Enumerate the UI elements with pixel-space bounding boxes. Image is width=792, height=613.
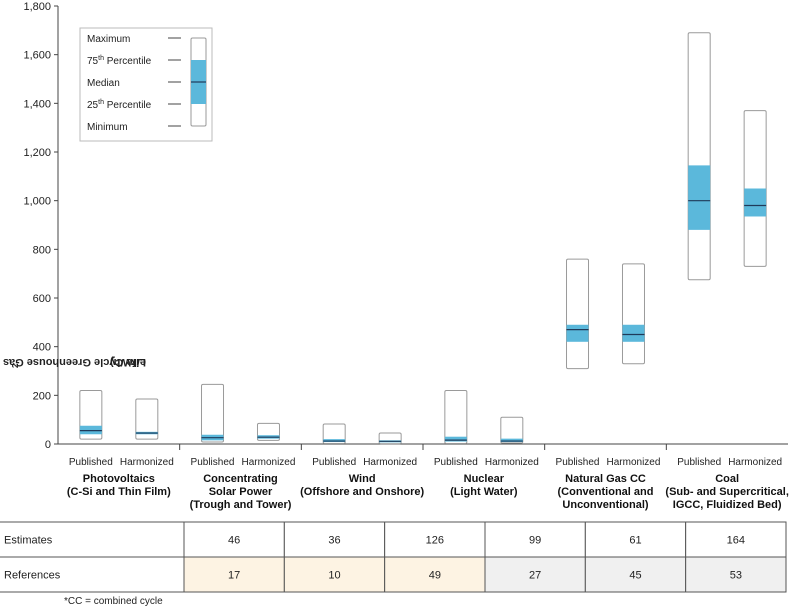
whisker-range-box bbox=[687, 32, 711, 281]
x-box-label: Published bbox=[312, 457, 356, 468]
legend-item-label: Median bbox=[87, 78, 120, 89]
category-label: Nuclear bbox=[464, 473, 505, 485]
x-box-label: Published bbox=[69, 457, 113, 468]
whisker-range-box bbox=[500, 416, 524, 444]
x-box-label: Harmonized bbox=[485, 457, 539, 468]
y-tick-label: 1,800 bbox=[23, 1, 51, 13]
interquartile-box bbox=[744, 188, 767, 217]
category-label: Coal bbox=[715, 473, 739, 485]
interquartile-box bbox=[622, 324, 645, 342]
category-label: (Conventional and bbox=[558, 486, 654, 498]
category-label: Solar Power bbox=[209, 486, 273, 498]
table-cell-value: 46 bbox=[228, 535, 240, 547]
x-box-label: Harmonized bbox=[363, 457, 417, 468]
interquartile-box bbox=[79, 425, 102, 435]
interquartile-box bbox=[566, 324, 589, 342]
category-label: IGCC, Fluidized Bed) bbox=[673, 499, 782, 511]
table-row-label: Estimates bbox=[4, 535, 53, 547]
y-tick-label: 400 bbox=[33, 342, 51, 354]
table-cell bbox=[685, 521, 787, 558]
table-cell-value: 36 bbox=[328, 535, 340, 547]
legend-item-label: Maximum bbox=[87, 34, 130, 45]
table-cell bbox=[183, 556, 285, 593]
legend-item-label: 25th Percentile bbox=[87, 99, 152, 111]
table-cell bbox=[283, 521, 386, 558]
whisker-range-box bbox=[621, 263, 645, 365]
y-tick-label: 1,200 bbox=[23, 147, 51, 159]
footnote: *CC = combined cycle bbox=[64, 596, 163, 607]
table-row-label: References bbox=[4, 570, 61, 582]
table-cell-value: 164 bbox=[727, 535, 745, 547]
whisker-range-box bbox=[135, 398, 159, 440]
y-axis-label-part-3: e/kWh) bbox=[109, 356, 146, 368]
category-label: (Offshore and Onshore) bbox=[300, 486, 424, 498]
table-cell bbox=[584, 556, 687, 593]
table-cell bbox=[685, 556, 787, 593]
category-label: (Trough and Tower) bbox=[190, 499, 292, 511]
y-tick-label: 0 bbox=[45, 439, 51, 451]
interquartile-box bbox=[500, 438, 523, 443]
table-cell-value: 27 bbox=[529, 570, 541, 582]
y-tick-label: 1,600 bbox=[23, 50, 51, 62]
category-label: Concentrating bbox=[203, 473, 278, 485]
category-label: Unconventional) bbox=[562, 499, 649, 511]
legend-item-label: 75th Percentile bbox=[87, 55, 152, 67]
table-cell-value: 53 bbox=[730, 570, 742, 582]
y-tick-label: 600 bbox=[33, 293, 51, 305]
table-cell bbox=[283, 556, 386, 593]
y-axis-label: Life Cycle Greenhouse Gas Emissions (g C… bbox=[0, 228, 146, 368]
table-cell bbox=[384, 521, 486, 558]
category-label: Wind bbox=[349, 473, 376, 485]
table-cell-value: 126 bbox=[426, 535, 444, 547]
table-cell-value: 17 bbox=[228, 570, 240, 582]
x-box-label: Published bbox=[434, 457, 478, 468]
whisker-range-box bbox=[201, 383, 225, 443]
table-cell-value: 45 bbox=[629, 570, 641, 582]
x-box-label: Harmonized bbox=[728, 457, 782, 468]
x-box-label: Published bbox=[556, 457, 600, 468]
table-cell bbox=[384, 556, 486, 593]
y-tick-label: 800 bbox=[33, 244, 51, 256]
whisker-range-box bbox=[566, 258, 590, 370]
table-cell-value: 10 bbox=[328, 570, 340, 582]
category-label: (C-Si and Thin Film) bbox=[67, 486, 171, 498]
x-box-label: Harmonized bbox=[607, 457, 661, 468]
legend-item-label: Minimum bbox=[87, 122, 128, 133]
category-label: Photovoltaics bbox=[83, 473, 155, 485]
x-box-label: Published bbox=[191, 457, 235, 468]
table-cell-value: 61 bbox=[629, 535, 641, 547]
whisker-range-box bbox=[444, 389, 468, 445]
table-cell bbox=[183, 521, 285, 558]
table-cell bbox=[584, 521, 687, 558]
y-tick-label: 1,400 bbox=[23, 98, 51, 110]
x-box-label: Harmonized bbox=[120, 457, 174, 468]
category-label: Natural Gas CC bbox=[565, 473, 646, 485]
table-cell-value: 49 bbox=[429, 570, 441, 582]
interquartile-box bbox=[688, 165, 711, 230]
interquartile-box bbox=[444, 436, 467, 442]
whisker-range-box bbox=[322, 423, 346, 445]
x-box-label: Published bbox=[677, 457, 721, 468]
category-label: (Sub- and Supercritical, bbox=[665, 486, 788, 498]
y-tick-label: 200 bbox=[33, 390, 51, 402]
table-cell-value: 99 bbox=[529, 535, 541, 547]
category-label: (Light Water) bbox=[450, 486, 518, 498]
x-box-label: Harmonized bbox=[242, 457, 296, 468]
y-tick-label: 1,000 bbox=[23, 196, 51, 208]
legend-box bbox=[79, 27, 213, 142]
